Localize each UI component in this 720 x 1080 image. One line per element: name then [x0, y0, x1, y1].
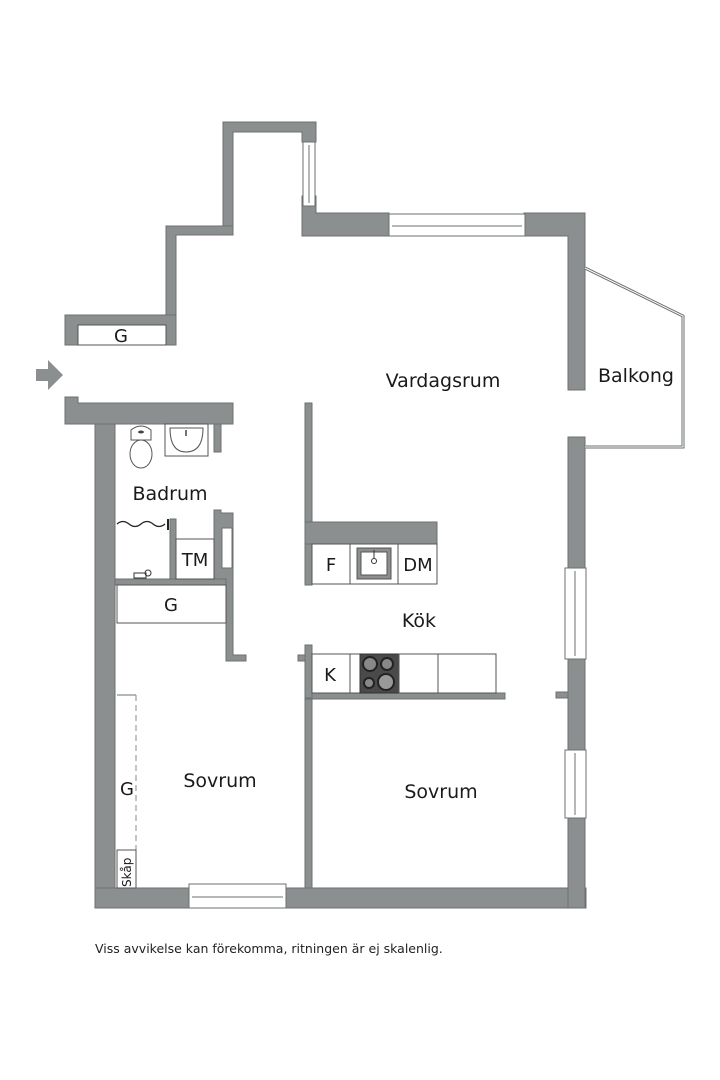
windows	[188, 141, 587, 909]
room-label-balkong: Balkong	[598, 365, 674, 387]
washing-machine	[175, 538, 215, 580]
bedroom-closet-label: G	[120, 779, 134, 800]
fridge-label: F	[326, 555, 336, 576]
shower-curtain-icon	[116, 520, 166, 528]
washing-machine-label: TM	[181, 550, 209, 571]
bedroom-wardrobe	[116, 694, 137, 889]
shower-tap-icon	[133, 569, 152, 579]
toilet-icon	[129, 425, 153, 469]
dishwasher-label: DM	[403, 555, 432, 576]
room-label-kok: Kök	[402, 610, 436, 632]
room-label-vardagsrum: Vardagsrum	[386, 370, 501, 392]
room-label-sovrum-right: Sovrum	[404, 781, 477, 803]
disclaimer-text: Viss avvikelse kan förekomma, ritningen …	[95, 941, 443, 956]
cabinet-label: Skåp	[120, 858, 134, 887]
hall-closet-label: G	[114, 326, 128, 347]
hall-closet	[77, 324, 167, 346]
room-label-sovrum-left: Sovrum	[183, 770, 256, 792]
room-label-badrum: Badrum	[132, 483, 207, 505]
kitchen-upper-counter	[311, 543, 438, 585]
entrance-arrow-icon	[36, 360, 63, 390]
balcony-railing	[584, 266, 685, 449]
walls	[64, 121, 587, 909]
bath-closet-label: G	[164, 595, 178, 616]
sink-icon	[164, 423, 209, 457]
kitchen-lower-counter	[311, 653, 497, 694]
freezer-label: K	[324, 665, 337, 686]
bath-closet	[116, 584, 227, 624]
